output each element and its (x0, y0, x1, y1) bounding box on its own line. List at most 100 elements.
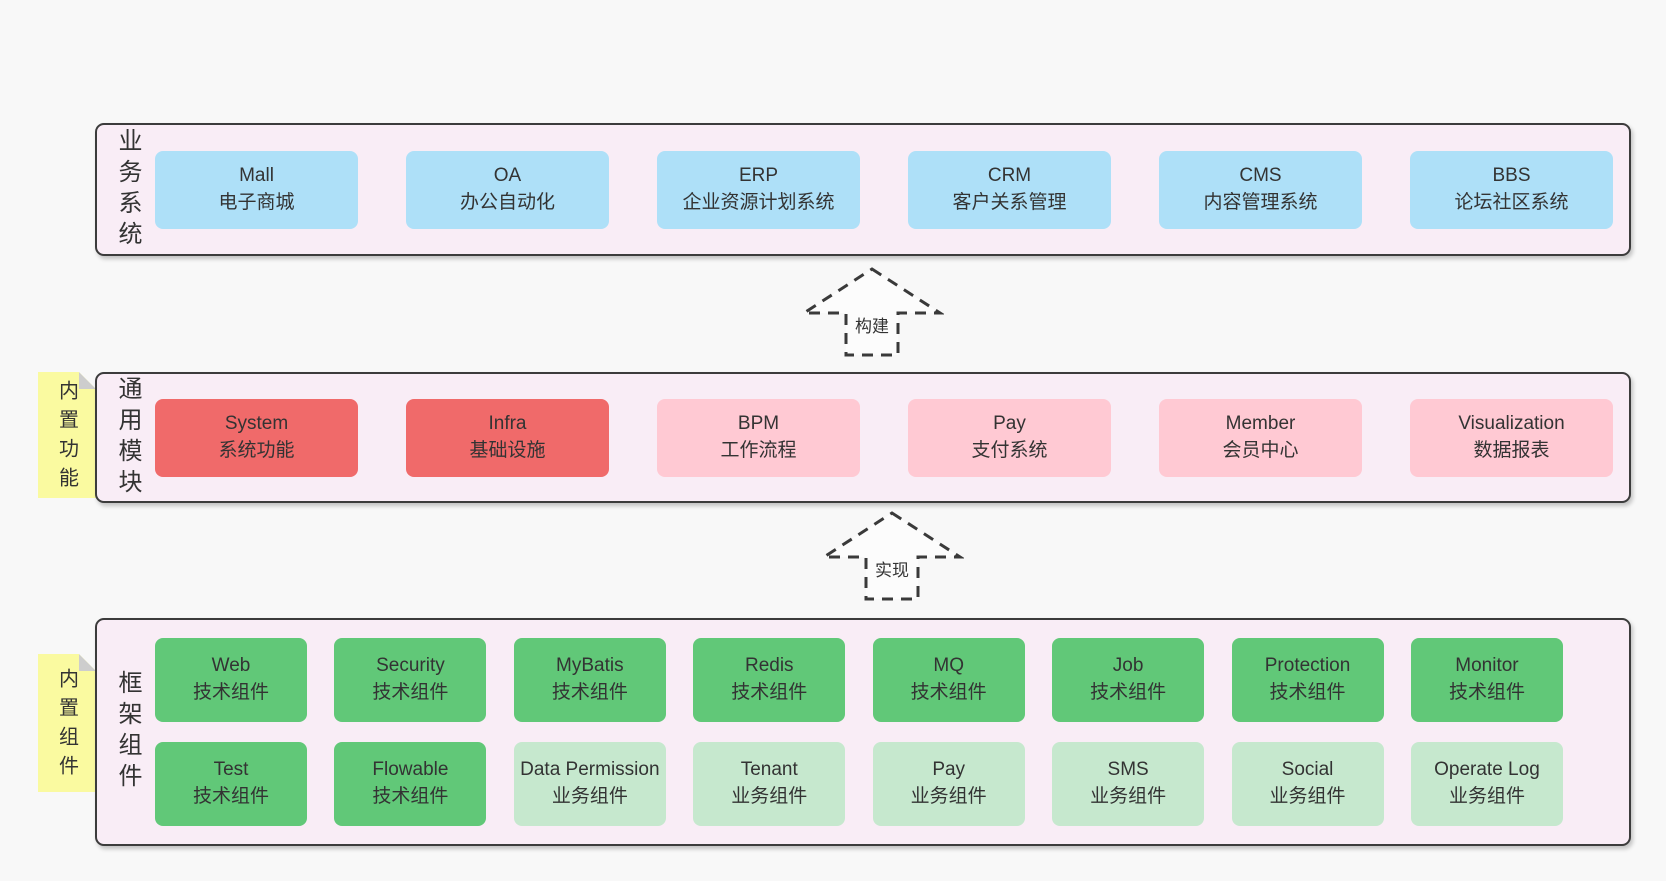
box-subtitle: 技术组件 (1090, 682, 1167, 703)
component-box-pay: Pay 业务组件 (872, 742, 1025, 826)
box-subtitle: 支付系统 (971, 439, 1048, 461)
box-title: MyBatis (556, 655, 624, 677)
box-subtitle: 技术组件 (731, 682, 808, 703)
box-subtitle: 技术组件 (1269, 682, 1346, 703)
box-title: Data Permission (520, 759, 660, 781)
note-fold-corner-icon (79, 654, 96, 671)
build-arrow: 构建 (800, 266, 944, 358)
note-fold-corner-icon (79, 372, 96, 389)
business-systems-section: 业务系统 Mall 电子商城 OA 办公自动化 ERP 企业资源计划系统 CRM… (95, 123, 1631, 256)
module-box-pay: Pay 支付系统 (908, 398, 1111, 477)
implement-arrow-label: 实现 (875, 561, 909, 580)
system-box-bbs: BBS 论坛社区系统 (1410, 150, 1613, 229)
components-row-1: Web 技术组件 Security 技术组件 MyBatis 技术组件 Redi… (155, 638, 1563, 722)
box-title: Protection (1264, 655, 1351, 677)
box-subtitle: 技术组件 (372, 682, 449, 703)
box-subtitle: 技术组件 (551, 682, 628, 703)
system-box-erp: ERP 企业资源计划系统 (657, 150, 860, 229)
component-box-mq: MQ 技术组件 (872, 638, 1025, 722)
box-title: Infra (488, 412, 527, 434)
component-box-tenant: Tenant 业务组件 (693, 742, 846, 826)
sticky-note-builtin-features: 内置功能 (38, 372, 96, 498)
box-title: BBS (1492, 164, 1531, 186)
component-box-test: Test 技术组件 (155, 742, 307, 826)
box-subtitle: 技术组件 (192, 682, 269, 703)
system-box-crm: CRM 客户关系管理 (908, 150, 1111, 229)
module-box-system: System 系统功能 (155, 398, 358, 477)
box-title: Operate Log (1434, 759, 1540, 781)
box-title: Test (213, 759, 249, 781)
component-box-job: Job 技术组件 (1052, 638, 1205, 722)
component-box-flowable: Flowable 技术组件 (334, 742, 487, 826)
sticky-note-builtin-components: 内置组件 (38, 654, 96, 792)
build-arrow-label: 构建 (855, 317, 889, 336)
component-box-operate-log: Operate Log 业务组件 (1410, 742, 1563, 826)
component-box-monitor: Monitor 技术组件 (1410, 638, 1563, 722)
box-title: Flowable (372, 759, 449, 781)
box-subtitle: 技术组件 (910, 682, 987, 703)
system-box-cms: CMS 内容管理系统 (1159, 150, 1362, 229)
component-box-security: Security 技术组件 (334, 638, 487, 722)
box-title: Social (1281, 759, 1334, 781)
box-subtitle: 系统功能 (218, 439, 295, 461)
component-box-mybatis: MyBatis 技术组件 (513, 638, 666, 722)
common-modules-label: 通用模块 (114, 375, 141, 500)
box-subtitle: 内容管理系统 (1203, 191, 1318, 213)
box-title: CRM (987, 164, 1032, 186)
box-title: ERP (738, 164, 779, 186)
module-box-infra: Infra 基础设施 (406, 398, 609, 477)
box-subtitle: 基础设施 (469, 439, 546, 461)
box-title: OA (493, 164, 522, 186)
box-subtitle: 论坛社区系统 (1454, 191, 1569, 213)
framework-components-grid: Web 技术组件 Security 技术组件 MyBatis 技术组件 Redi… (97, 638, 1629, 826)
box-subtitle: 技术组件 (372, 786, 449, 807)
box-subtitle: 业务组件 (1090, 786, 1167, 807)
business-systems-row: Mall 电子商城 OA 办公自动化 ERP 企业资源计划系统 CRM 客户关系… (97, 150, 1629, 229)
box-title: System (224, 412, 289, 434)
component-box-web: Web 技术组件 (155, 638, 307, 722)
builtin-features-label: 内置功能 (55, 379, 78, 496)
up-arrow-icon (800, 267, 944, 357)
box-subtitle: 会员中心 (1222, 439, 1299, 461)
box-title: Security (376, 655, 445, 677)
box-title: CMS (1239, 164, 1282, 186)
box-subtitle: 业务组件 (731, 786, 808, 807)
box-subtitle: 客户关系管理 (952, 191, 1067, 213)
box-title: Pay (932, 759, 966, 781)
component-box-data-permission: Data Permission 业务组件 (513, 742, 666, 826)
box-title: Visualization (1458, 412, 1565, 434)
module-box-bpm: BPM 工作流程 (657, 398, 860, 477)
system-box-mall: Mall 电子商城 (155, 150, 358, 229)
box-title: Member (1225, 412, 1296, 434)
implement-arrow: 实现 (820, 510, 964, 602)
box-subtitle: 数据报表 (1473, 439, 1550, 461)
framework-components-label: 框架组件 (114, 670, 141, 794)
component-box-sms: SMS 业务组件 (1052, 742, 1205, 826)
framework-components-section: 框架组件 Web 技术组件 Security 技术组件 MyBatis 技术组件… (95, 618, 1631, 846)
box-title: Pay (993, 412, 1026, 434)
box-title: MQ (933, 655, 964, 677)
box-subtitle: 企业资源计划系统 (682, 191, 835, 213)
box-title: Job (1112, 655, 1144, 677)
module-box-visualization: Visualization 数据报表 (1410, 398, 1613, 477)
box-title: Redis (744, 655, 794, 677)
box-subtitle: 办公自动化 (459, 191, 555, 213)
box-title: SMS (1107, 759, 1149, 781)
up-arrow-icon (820, 511, 964, 601)
component-box-protection: Protection 技术组件 (1231, 638, 1384, 722)
business-systems-label: 业务系统 (114, 127, 141, 252)
box-subtitle: 业务组件 (551, 786, 628, 807)
system-box-oa: OA 办公自动化 (406, 150, 609, 229)
box-title: Web (211, 655, 251, 677)
box-title: Tenant (740, 759, 798, 781)
common-modules-section: 通用模块 System 系统功能 Infra 基础设施 BPM 工作流程 Pay… (95, 372, 1631, 503)
box-subtitle: 业务组件 (1448, 786, 1525, 807)
module-box-member: Member 会员中心 (1159, 398, 1362, 477)
component-box-social: Social 业务组件 (1231, 742, 1384, 826)
builtin-components-label: 内置组件 (55, 667, 78, 784)
box-subtitle: 电子商城 (218, 191, 295, 213)
components-row-2: Test 技术组件 Flowable 技术组件 Data Permission … (155, 742, 1563, 826)
box-subtitle: 业务组件 (1269, 786, 1346, 807)
box-title: Monitor (1455, 655, 1519, 677)
box-subtitle: 技术组件 (1448, 682, 1525, 703)
